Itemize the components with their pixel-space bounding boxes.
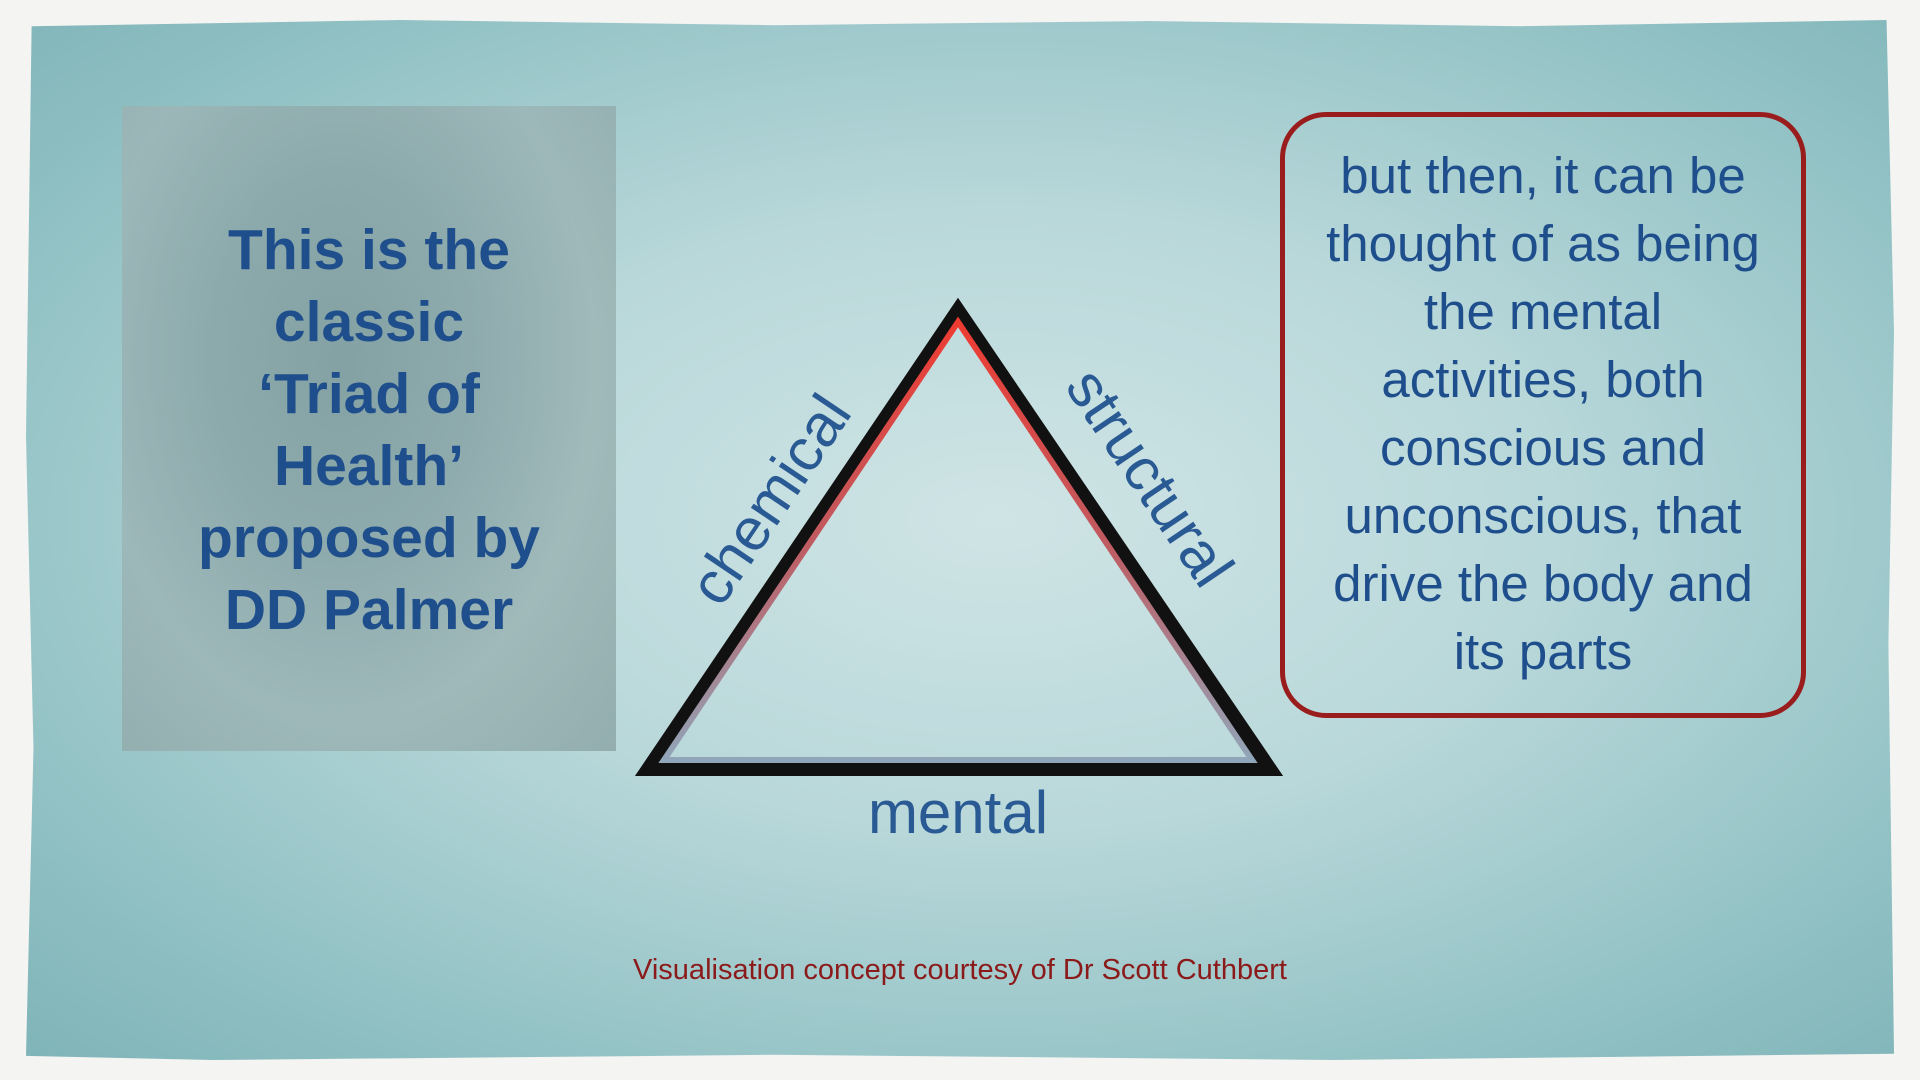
intro-line: Health’ — [273, 434, 465, 498]
explanation-box — [1280, 112, 1806, 718]
explanation-line: activities, both — [1381, 351, 1705, 408]
explanation-line: the mental — [1423, 283, 1663, 340]
mental-label: mental — [867, 779, 1049, 846]
intro-line: proposed by — [197, 506, 541, 570]
explanation-line: but then, it can be — [1340, 147, 1746, 204]
explanation-line: unconscious, that — [1344, 487, 1742, 544]
dd-palmer-portrait — [122, 106, 616, 751]
triangle-outline — [634, 297, 1284, 776]
intro-line: This is the — [228, 218, 510, 282]
triangle-inner-stroke — [658, 316, 1258, 763]
explanation-line: its parts — [1453, 623, 1633, 680]
intro-line: classic — [273, 290, 465, 354]
explanation-line: drive the body and — [1333, 555, 1753, 612]
intro-line: DD Palmer — [224, 578, 514, 642]
intro-line: ‘Triad of — [258, 362, 480, 426]
explanation-text: but then, it can be thought of as being … — [1280, 142, 1806, 686]
intro-text: This is the classic ‘Triad of Health’ pr… — [122, 214, 616, 646]
explanation-line: thought of as being — [1326, 215, 1760, 272]
explanation-line: conscious and — [1379, 419, 1707, 476]
credit-text: Visualisation concept courtesy of Dr Sco… — [633, 954, 1287, 986]
